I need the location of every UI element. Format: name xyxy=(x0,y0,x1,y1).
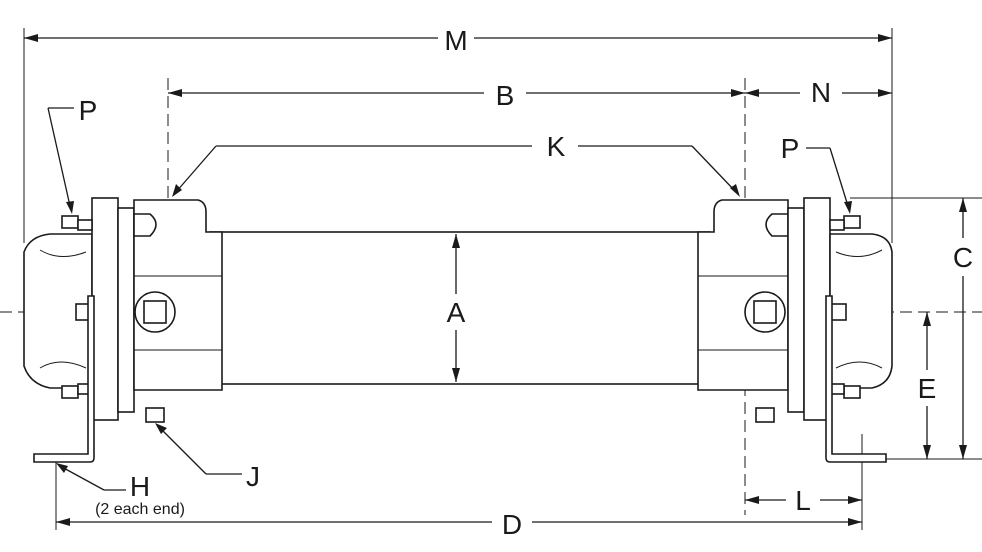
left-head-nozzle xyxy=(133,213,157,237)
label-n: N xyxy=(811,77,831,108)
left-nut-top xyxy=(77,219,93,231)
dim-m-arrow-right xyxy=(878,34,892,42)
callout-p-left: P xyxy=(47,95,98,214)
left-bolt-bottom xyxy=(61,385,79,399)
label-d: D xyxy=(502,509,522,540)
dim-b-arrow-right xyxy=(731,89,745,97)
callout-j: J xyxy=(155,423,260,492)
left-bonnet-detail-1 xyxy=(39,249,87,257)
left-drain-plug xyxy=(145,407,165,423)
label-l: L xyxy=(795,485,811,516)
dim-n-arrow-left xyxy=(745,89,759,97)
right-bonnet-detail-1 xyxy=(835,249,883,257)
right-head-block xyxy=(697,199,789,391)
right-drain-plug xyxy=(755,407,775,423)
dimension-m: M xyxy=(24,25,892,56)
dimension-d: D xyxy=(56,509,862,540)
label-e: E xyxy=(918,373,937,404)
label-a: A xyxy=(447,297,466,328)
right-head-nozzle xyxy=(765,213,789,237)
dim-d-arrow-left xyxy=(56,518,70,526)
left-bolt-top xyxy=(61,215,79,229)
label-p-left: P xyxy=(79,95,98,126)
label-j: J xyxy=(246,461,260,492)
left-flange-inner xyxy=(117,207,135,413)
k-leader-right-diagonal xyxy=(691,145,737,193)
shell xyxy=(209,231,711,385)
left-port-fitting xyxy=(143,300,167,324)
label-h: H xyxy=(130,471,150,502)
dimension-n: N xyxy=(745,77,892,108)
label-h-note: (2 each end) xyxy=(95,501,185,518)
right-bonnet xyxy=(829,233,893,389)
shell-tube xyxy=(209,231,711,385)
dim-c-arrow-top xyxy=(959,198,967,212)
right-mounting-bracket xyxy=(825,295,887,463)
p-left-arrow xyxy=(66,201,74,214)
right-bolt-bottom xyxy=(843,385,861,399)
label-m: M xyxy=(444,25,467,56)
dim-n-arrow-right xyxy=(878,89,892,97)
dimension-b: B xyxy=(168,80,745,111)
right-end-assembly xyxy=(697,197,893,463)
right-nut-top xyxy=(829,219,845,231)
right-port-fitting xyxy=(753,300,777,324)
p-right-arrow xyxy=(844,201,852,214)
dim-m-arrow-left xyxy=(24,34,38,42)
k-arrow-right xyxy=(730,184,740,197)
j-leader-diagonal xyxy=(157,425,207,475)
dim-a-arrow-bottom xyxy=(452,368,460,382)
p-left-leader-diagonal xyxy=(47,107,71,207)
label-k: K xyxy=(547,131,566,162)
extension-lines xyxy=(23,28,982,530)
right-bolt-top xyxy=(843,215,861,229)
dim-a-arrow-top xyxy=(452,234,460,248)
dim-l-arrow-left xyxy=(745,496,759,504)
h-arrow xyxy=(56,463,68,473)
callout-k: K xyxy=(172,131,740,197)
dimension-c: C xyxy=(953,198,973,459)
left-flange-outer xyxy=(91,197,119,421)
k-arrow-left xyxy=(172,184,182,197)
dimension-a: A xyxy=(447,234,466,382)
label-p-right: P xyxy=(781,133,800,164)
left-end-assembly xyxy=(23,197,223,463)
k-leader-left-diagonal xyxy=(175,145,217,193)
dim-c-arrow-bottom xyxy=(959,445,967,459)
callout-h: H (2 each end) xyxy=(56,463,185,518)
dim-e-arrow-top xyxy=(923,312,931,326)
label-b: B xyxy=(496,80,515,111)
label-c: C xyxy=(953,242,973,273)
dim-l-arrow-right xyxy=(848,496,862,504)
left-head-block xyxy=(133,199,223,391)
left-mounting-bracket xyxy=(33,295,95,463)
callout-p-right: P xyxy=(781,133,852,214)
j-arrow xyxy=(155,423,167,434)
right-bonnet-detail-2 xyxy=(835,361,883,369)
right-flange-inner xyxy=(787,207,805,413)
dim-d-arrow-right xyxy=(848,518,862,526)
dim-e-arrow-bottom xyxy=(923,445,931,459)
dimension-l: L xyxy=(745,485,862,516)
dim-b-arrow-left xyxy=(168,89,182,97)
p-right-leader-diagonal xyxy=(829,147,849,207)
h-leader-diagonal xyxy=(59,465,105,491)
left-bonnet-detail-2 xyxy=(39,361,87,369)
dimension-e: E xyxy=(918,312,937,459)
